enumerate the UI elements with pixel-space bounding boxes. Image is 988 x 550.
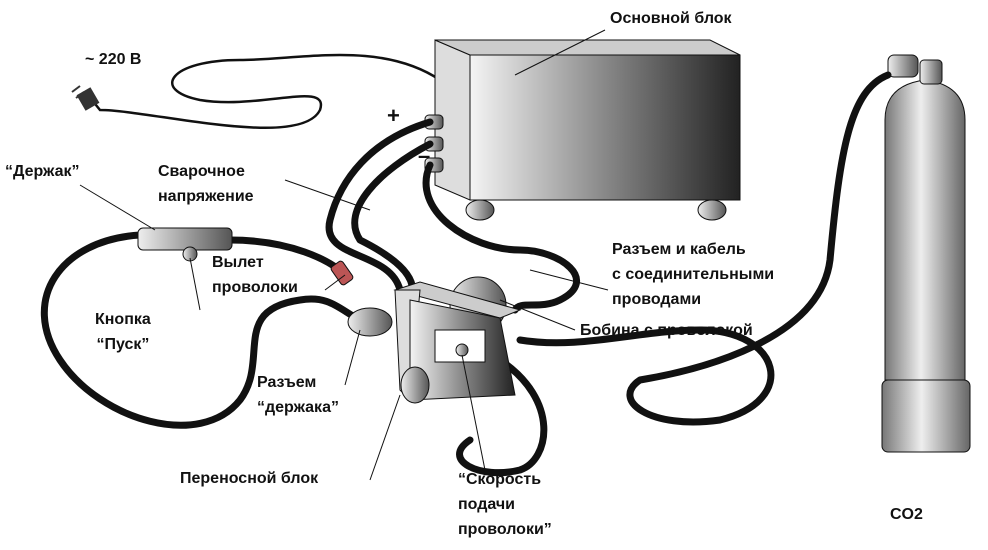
label-line: “держака” xyxy=(257,399,339,416)
label-holder-connector: Разъем “держака” xyxy=(257,370,339,420)
label-weld-voltage: Сварочное напряжение xyxy=(158,159,254,209)
mains-cable xyxy=(71,53,441,129)
label-line: “Скорость xyxy=(458,471,542,488)
holder-torch xyxy=(137,227,354,286)
label-main-unit: Основной блок xyxy=(610,10,732,27)
label-holder: “Держак” xyxy=(5,163,80,180)
co2-cylinder xyxy=(881,54,971,453)
leader-lines xyxy=(79,29,609,481)
label-line: Кнопка xyxy=(95,311,151,328)
label-line: проводами xyxy=(612,291,702,308)
label-feed-speed: “Скорость подачи проволоки” xyxy=(458,467,552,542)
portable-unit xyxy=(347,276,522,404)
label-line: “Пуск” xyxy=(96,336,150,353)
label-line: Сварочное xyxy=(158,163,245,180)
label-mains-voltage: ~ 220 В xyxy=(85,51,142,68)
label-start-button: Кнопка “Пуск” xyxy=(95,307,151,357)
label-line: Разъем и кабель xyxy=(612,241,746,258)
label-line: напряжение xyxy=(158,188,254,205)
label-wire-spool: Бобина с проволокой xyxy=(580,322,753,339)
label-line: проволоки xyxy=(212,279,298,296)
label-line: с соединительными xyxy=(612,266,775,283)
label-line: Разъем xyxy=(257,374,317,391)
label-wire-stickout: Вылет проволоки xyxy=(212,250,298,300)
label-minus-terminal: – xyxy=(418,143,431,168)
main-unit xyxy=(424,39,741,221)
label-co2: CO2 xyxy=(890,506,923,523)
label-portable-unit: Переносной блок xyxy=(180,470,319,487)
label-line: подачи xyxy=(458,496,516,513)
label-line: проволоки” xyxy=(458,521,552,538)
label-connector-cable: Разъем и кабель с соединительными проводам… xyxy=(612,237,774,312)
label-line: Вылет xyxy=(212,254,264,271)
label-plus-terminal: + xyxy=(387,103,400,128)
